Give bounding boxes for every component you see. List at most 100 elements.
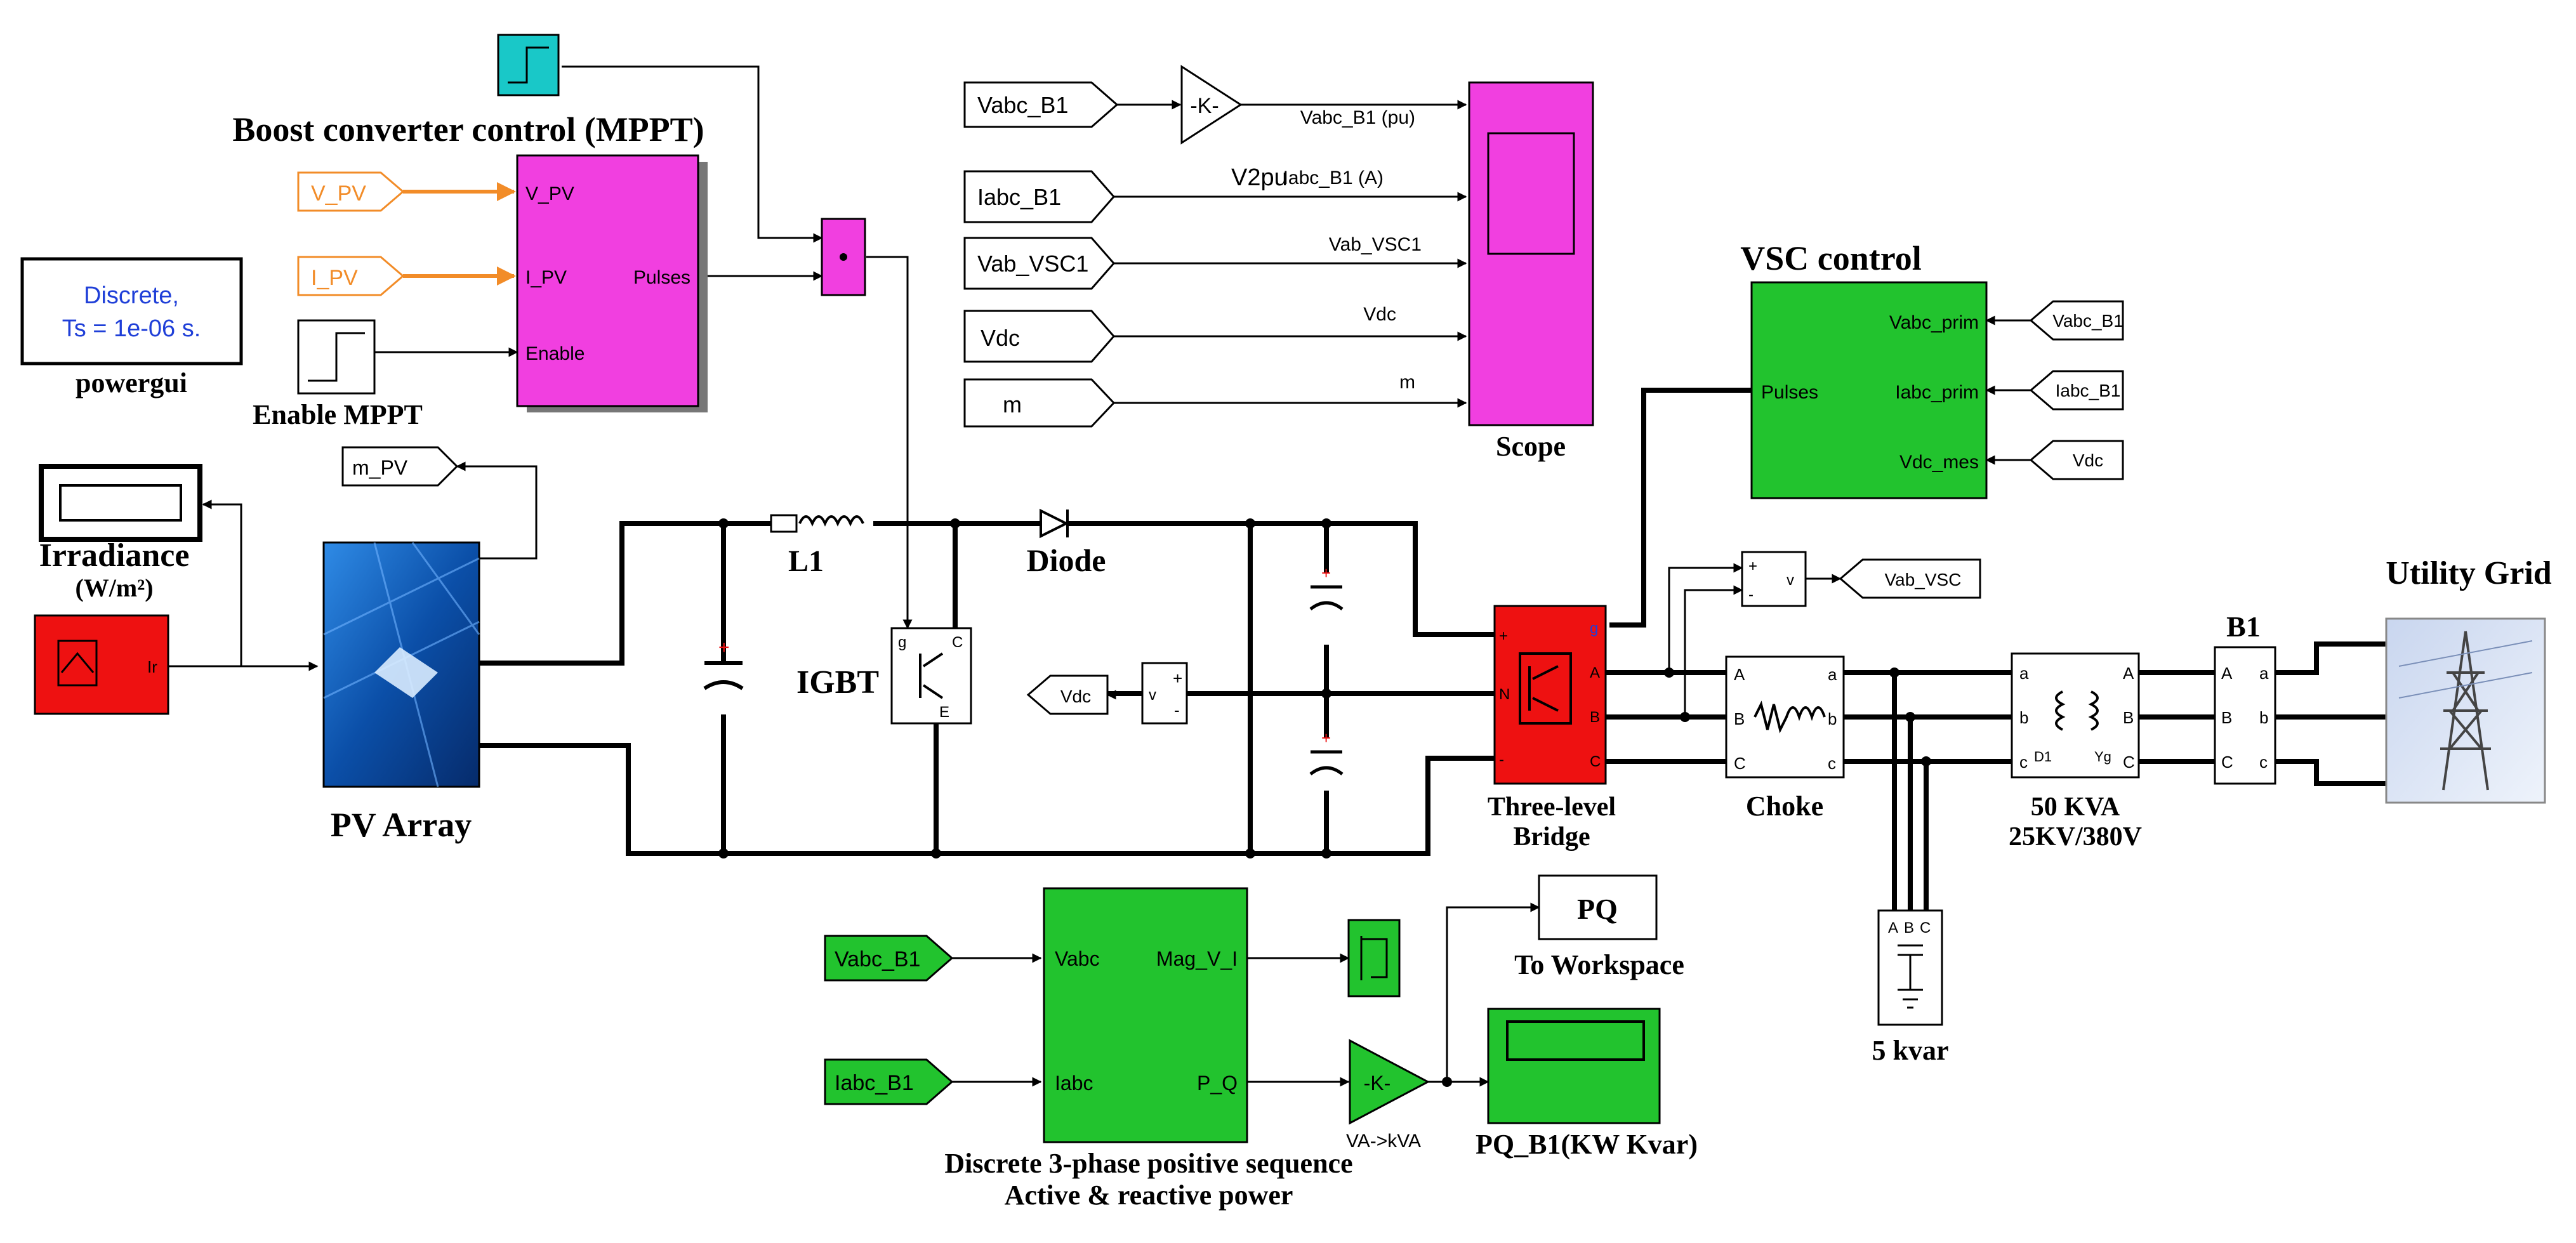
svg-text:Iabc_B1: Iabc_B1 xyxy=(977,184,1061,210)
vab-vsc-tag[interactable]: Vab_VSC xyxy=(1839,558,1981,599)
vab-voltage-measurement[interactable]: + - v xyxy=(1741,551,1807,607)
svg-text:PQ: PQ xyxy=(1577,893,1618,925)
svg-text:C: C xyxy=(2123,753,2135,772)
svg-text:b: b xyxy=(1828,709,1837,728)
svg-text:Iabc: Iabc xyxy=(1055,1072,1093,1095)
transformer-block[interactable]: a b c A B C D1 Yg xyxy=(2011,652,2140,779)
irradiance-title: Irradiance xyxy=(39,537,190,574)
svg-text:Yg: Yg xyxy=(2094,749,2111,765)
gain-v2pu-label: V2pu xyxy=(1231,164,1288,191)
terminator-block[interactable] xyxy=(1347,919,1401,997)
utility-grid-block[interactable] xyxy=(2385,617,2546,804)
svg-text:B: B xyxy=(2221,708,2232,727)
svg-text:v: v xyxy=(1149,687,1156,704)
svg-text:B: B xyxy=(1590,709,1600,726)
m-pv-tag[interactable]: m_PV xyxy=(341,446,459,487)
gain-va-to-kva-label: VA->kVA xyxy=(1346,1131,1421,1152)
three-level-bridge[interactable]: g + N - A B C xyxy=(1493,605,1607,785)
pq-display-label: PQ_B1(KW Kvar) xyxy=(1476,1129,1698,1160)
vab-vsc1-tag[interactable]: Vab_VSC1 xyxy=(963,237,1115,290)
svg-text:Vdc: Vdc xyxy=(2073,451,2103,470)
svg-text:Vabc_B1: Vabc_B1 xyxy=(835,947,920,971)
vsc-control-block[interactable]: Pulses Vabc_prim Iabc_prim Vdc_mes xyxy=(1750,281,1988,499)
diode-label: Diode xyxy=(1027,543,1106,578)
svg-text:+: + xyxy=(1321,563,1331,582)
svg-text:Mag_V_I: Mag_V_I xyxy=(1156,947,1238,970)
powergui-sample-time: Ts = 1e-06 s. xyxy=(62,315,201,342)
vdc-tag[interactable]: Vdc xyxy=(963,310,1115,363)
pq-sequence-block[interactable]: Vabc Iabc Mag_V_I P_Q xyxy=(1043,887,1248,1143)
vdc-voltage-measurement[interactable]: + - v xyxy=(1141,662,1188,725)
igbt-block[interactable]: g C E xyxy=(890,627,972,725)
irradiance-source-block[interactable]: Ir xyxy=(34,614,169,715)
gain-v2pu[interactable]: -K- xyxy=(1180,65,1243,145)
l1-label: L1 xyxy=(788,544,824,578)
svg-text:c: c xyxy=(2259,753,2268,772)
vsc-control-title: VSC control xyxy=(1740,239,1922,277)
choke-block[interactable]: A B C a b c xyxy=(1725,655,1845,779)
svg-text:Vabc_B1: Vabc_B1 xyxy=(2052,311,2124,331)
enable-mppt-label: Enable MPPT xyxy=(253,399,423,430)
pq-vabc-b1-tag[interactable]: Vabc_B1 xyxy=(824,935,954,982)
svg-text:+: + xyxy=(1173,669,1182,688)
gain-va-to-kva[interactable]: -K- xyxy=(1349,1039,1430,1125)
svg-text:Vab_VSC: Vab_VSC xyxy=(1885,570,1962,589)
enable-step-block[interactable] xyxy=(297,319,376,395)
dc-capacitor: + xyxy=(703,637,744,690)
boost-control-title: Boost converter control (MPPT) xyxy=(232,110,704,148)
powergui-caption: powergui xyxy=(76,367,187,398)
capacitor-bank-label: 5 kvar xyxy=(1872,1035,1949,1066)
svg-text:V_PV: V_PV xyxy=(311,181,366,206)
split-capacitor-bottom: + xyxy=(1309,728,1344,776)
svg-text:B: B xyxy=(1734,709,1745,728)
svg-text:+: + xyxy=(718,637,730,658)
svg-text:Enable: Enable xyxy=(525,343,585,364)
powergui-block[interactable]: Discrete, Ts = 1e-06 s. xyxy=(20,257,243,365)
svg-text:+: + xyxy=(1321,728,1331,747)
iabc-b1-tag[interactable]: Iabc_B1 xyxy=(963,170,1115,223)
svg-text:-: - xyxy=(1174,700,1180,720)
vsc-iabc-b1-tag[interactable]: Iabc_B1 xyxy=(2029,370,2124,411)
svg-text:g: g xyxy=(898,634,906,651)
svg-text:A: A xyxy=(1734,665,1745,684)
pq-display-block[interactable] xyxy=(1487,1008,1661,1124)
vdc-meas-tag[interactable]: Vdc xyxy=(1026,674,1109,715)
scope-in4-label: Vdc xyxy=(1363,304,1396,325)
signal-wiring xyxy=(152,65,2031,1087)
vsc-vdc-tag[interactable]: Vdc xyxy=(2029,440,2124,480)
svg-text:+: + xyxy=(1748,558,1757,575)
scope-in3-label: Vab_VSC1 xyxy=(1329,234,1422,255)
i-pv-tag[interactable]: I_PV xyxy=(297,256,405,296)
switch-block[interactable] xyxy=(821,218,866,296)
b1-label: B1 xyxy=(2226,610,2261,643)
svg-text:Vdc: Vdc xyxy=(1060,687,1091,706)
svg-text:g: g xyxy=(1590,620,1598,637)
scope-block[interactable] xyxy=(1468,81,1594,426)
svg-text:C: C xyxy=(1920,919,1931,937)
svg-text:-: - xyxy=(1499,751,1504,768)
svg-text:Iabc_B1: Iabc_B1 xyxy=(2056,381,2121,400)
capacitor-bank-block[interactable]: A B C xyxy=(1877,909,1943,1026)
utility-grid-label: Utility Grid xyxy=(2386,555,2552,591)
b1-measurement-block[interactable]: A B C a b c xyxy=(2214,646,2276,785)
svg-text:N: N xyxy=(1499,686,1510,703)
svg-text:Vdc_mes: Vdc_mes xyxy=(1899,452,1979,473)
svg-text:c: c xyxy=(1828,754,1836,773)
m-tag[interactable]: m xyxy=(963,378,1116,428)
cyan-step-block[interactable] xyxy=(497,34,560,96)
pv-array-block[interactable] xyxy=(322,541,480,788)
vabc-b1-tag[interactable]: Vabc_B1 xyxy=(963,81,1119,128)
svg-text:Vabc_prim: Vabc_prim xyxy=(1889,312,1979,333)
boost-control-block[interactable]: V_PV I_PV Enable Pulses xyxy=(516,154,708,412)
svg-text:E: E xyxy=(939,704,949,721)
powergui-mode: Discrete, xyxy=(84,282,179,309)
vsc-vabc-b1-tag[interactable]: Vabc_B1 xyxy=(2029,300,2124,341)
irradiance-unit: (W/m²) xyxy=(75,574,153,602)
wire-junctions xyxy=(718,518,1931,1087)
v-pv-tag[interactable]: V_PV xyxy=(297,171,405,212)
svg-text:Iabc_prim: Iabc_prim xyxy=(1895,382,1979,403)
svg-text:a: a xyxy=(2259,664,2269,683)
pq-iabc-b1-tag[interactable]: Iabc_B1 xyxy=(824,1058,954,1105)
to-workspace-block[interactable]: PQ xyxy=(1538,874,1658,940)
svg-text:A: A xyxy=(2221,664,2233,683)
